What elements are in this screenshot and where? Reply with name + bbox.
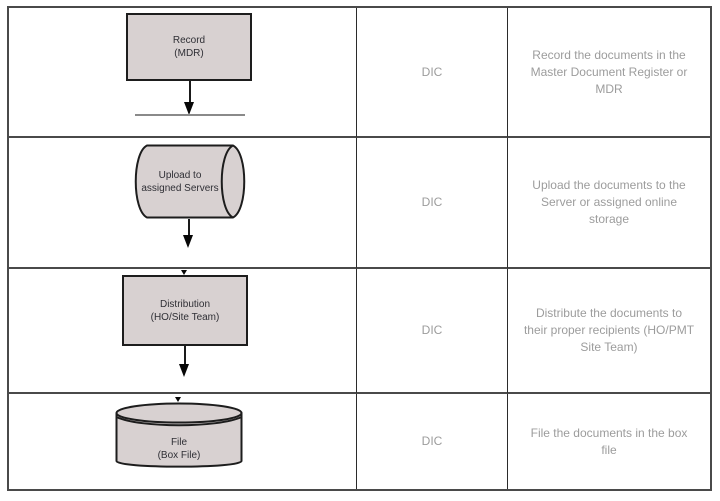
cell-description-3: Distribute the documents to their proper… <box>508 269 710 394</box>
flow-arrow-down-icon <box>184 102 194 115</box>
cell-description-2: Upload the documents to the Server or as… <box>508 138 710 269</box>
description-text: Record the documents in the Master Docum… <box>530 47 688 96</box>
cell-description-4: File the documents in the box file <box>508 394 710 489</box>
description-text: Upload the documents to the Server or as… <box>532 178 686 226</box>
actor-label: DIC <box>421 64 443 79</box>
cell-actor-2: DIC <box>357 138 508 269</box>
cell-actor-4: DIC <box>357 394 508 489</box>
actor-label: DIC <box>421 434 443 448</box>
procedure-table: Record (MDR) DIC Record the documents in… <box>7 6 712 491</box>
database-shape-file <box>115 402 243 468</box>
stored-data-shape-upload <box>134 144 246 219</box>
shape-label-line: Record <box>172 35 206 46</box>
cell-actor-1: DIC <box>357 8 508 138</box>
cell-description-1: Record the documents in the Master Docum… <box>508 8 710 138</box>
shape-label-line: (MDR) <box>174 48 204 59</box>
process-shape-distribution: Distribution (HO/Site Team) <box>122 275 248 346</box>
flow-arrow-down-icon <box>179 364 189 377</box>
flow-baseline <box>135 114 245 116</box>
shape-label-line: Distribution <box>159 298 211 310</box>
shape-label-line: (HO/Site Team) <box>150 311 220 323</box>
incoming-arrow-tip-icon <box>175 397 181 402</box>
actor-label: DIC <box>421 323 443 337</box>
flow-connector-line <box>189 81 191 102</box>
cell-flowchart-record: Record (MDR) <box>9 8 357 138</box>
incoming-arrow-tip-icon <box>181 270 187 275</box>
cell-actor-3: DIC <box>357 269 508 394</box>
cell-flowchart-upload: Upload to assigned Servers <box>9 138 357 269</box>
actor-label: DIC <box>421 195 443 209</box>
flow-arrow-down-icon <box>183 235 193 248</box>
flow-connector-line <box>188 219 190 236</box>
description-text: Distribute the documents to their proper… <box>523 306 695 354</box>
cell-flowchart-file: File (Box File) <box>9 394 357 489</box>
cell-flowchart-distribution: Distribution (HO/Site Team) <box>9 269 357 394</box>
process-shape-record: Record (MDR) <box>126 13 252 81</box>
description-text: File the documents in the box file <box>530 425 688 457</box>
flow-connector-line <box>184 346 186 365</box>
